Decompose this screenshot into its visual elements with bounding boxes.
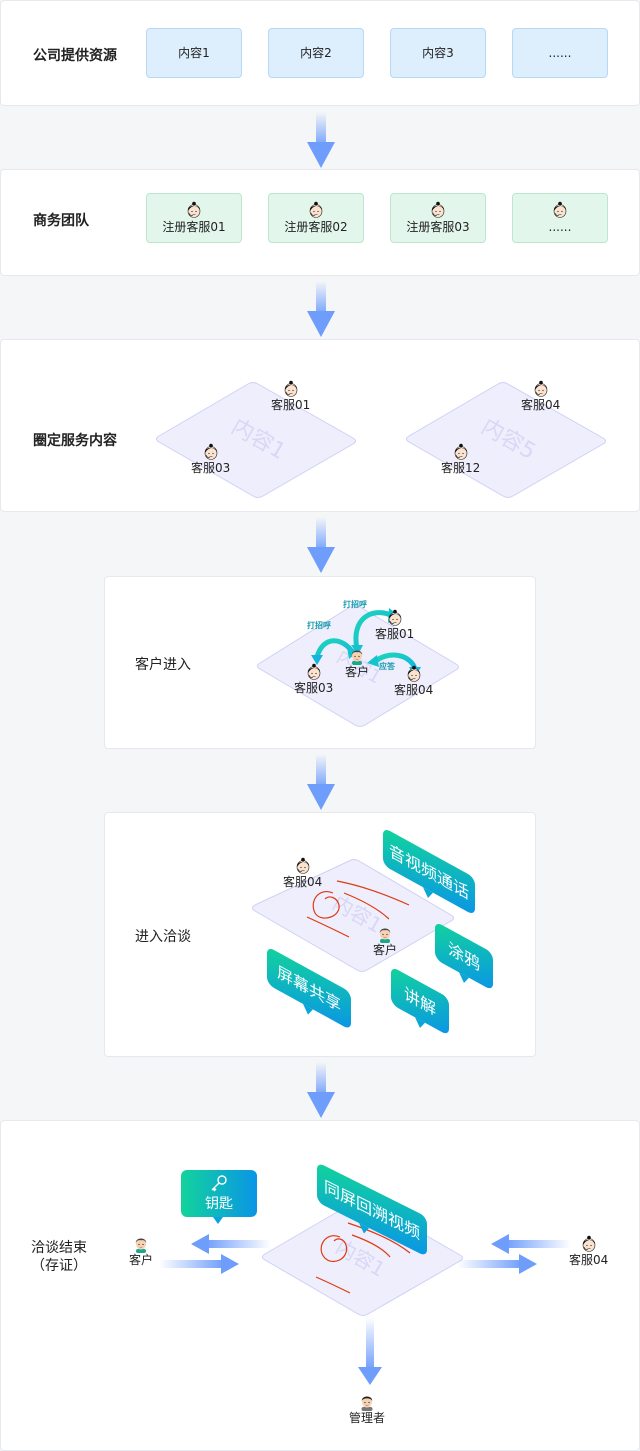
agent-headset-avatar-icon	[551, 201, 569, 219]
replay-video-bubble[interactable]: 同屏回溯视频	[315, 1159, 431, 1279]
agent-box[interactable]: 注册客服02	[268, 193, 364, 243]
arrow-right-icon	[159, 1254, 239, 1274]
agent-headset-avatar-icon	[405, 665, 423, 683]
doodle-marks	[315, 1222, 411, 1294]
resource-box[interactable]: 内容3	[390, 28, 486, 78]
arrow-down-icon	[358, 1317, 382, 1385]
agent-person[interactable]: 客服04	[521, 380, 560, 412]
resource-box[interactable]: 内容2	[268, 28, 364, 78]
action-label: 打招呼	[343, 599, 367, 609]
resource-box-label: 内容2	[300, 46, 332, 60]
key-icon	[211, 1175, 227, 1192]
agent-box[interactable]: ......	[512, 193, 608, 243]
manager-name: 管理者	[349, 1411, 386, 1425]
manager-avatar-icon	[358, 1393, 376, 1411]
agent-name: 客服03	[294, 681, 334, 695]
feature-bubble-screen-share[interactable]: 屏幕共享	[265, 943, 355, 1043]
agent-headset-avatar-icon	[429, 201, 447, 219]
agent-headset-avatar-icon	[202, 443, 220, 461]
agent-box-label: 注册客服02	[284, 220, 348, 234]
content-platform[interactable]: 内容1	[153, 380, 363, 500]
customer-name: 客户	[373, 943, 398, 957]
content-platform[interactable]: 内容5	[403, 380, 613, 500]
arrow-down-icon	[307, 1062, 335, 1118]
agent-name: 客服03	[191, 461, 231, 475]
feature-bubble-explain[interactable]: 讲解	[389, 963, 453, 1043]
step-negotiation-label: 进入洽谈	[135, 929, 191, 945]
agent-name: 客服04	[394, 683, 434, 697]
agent-name: 客服04	[283, 875, 323, 889]
agent-person[interactable]: 客服04	[569, 1235, 608, 1267]
step-end-label: 洽谈结束 （存证）	[31, 1239, 87, 1275]
step-scope-panel: 圈定服务内容 内容1 客服01 客服03 内容5 客服04 客服12	[0, 339, 640, 512]
agent-headset-avatar-icon	[282, 380, 300, 398]
resource-box[interactable]: ......	[512, 28, 608, 78]
agent-box-label: ......	[548, 220, 572, 234]
agent-name: 客服01	[375, 627, 415, 641]
step-scope-label: 圈定服务内容	[33, 433, 117, 449]
step-team-panel: 商务团队 注册客服01 注册客服02 注册客服03 ......	[0, 169, 640, 276]
step-customer-enter-panel: 客户进入 内容1 打招呼 打招呼 应答 客户 客服01 客服03 客服04	[104, 576, 536, 749]
agent-headset-avatar-icon	[452, 443, 470, 461]
arrow-left-icon	[191, 1234, 271, 1254]
agent-name: 客服01	[271, 398, 311, 412]
feature-bubble-doodle[interactable]: 涂鸦	[433, 918, 497, 998]
agent-person[interactable]: 客服03	[191, 443, 230, 475]
arrow-down-icon	[307, 281, 335, 337]
agent-name: 客服12	[441, 461, 481, 475]
step-team-label: 商务团队	[33, 213, 89, 229]
action-label: 打招呼	[307, 620, 331, 630]
customer-person[interactable]: 客户	[129, 1235, 153, 1267]
arrow-left-icon	[491, 1234, 571, 1254]
step-end-label-line2: （存证）	[31, 1258, 87, 1274]
agent-name: 客服04	[569, 1253, 609, 1267]
agent-box[interactable]: 注册客服03	[390, 193, 486, 243]
agent-person[interactable]: 客服04	[283, 857, 322, 889]
doodle-marks	[306, 880, 410, 938]
agent-headset-avatar-icon	[386, 609, 404, 627]
resource-box-label: 内容1	[178, 46, 210, 60]
key-label: 钥匙	[205, 1196, 233, 1212]
resource-box[interactable]: 内容1	[146, 28, 242, 78]
step-resources-panel: 公司提供资源 内容1 内容2 内容3 ......	[0, 0, 640, 106]
feature-bubble-av-call[interactable]: 音视频通话	[379, 821, 479, 931]
manager-person[interactable]: 管理者	[349, 1393, 385, 1425]
arrow-down-icon	[307, 754, 335, 810]
customer-person[interactable]: 客户	[373, 925, 397, 957]
agent-person[interactable]: 客服03	[294, 663, 333, 695]
content-platform[interactable]: 内容1	[255, 601, 465, 733]
arrow-down-icon	[307, 517, 335, 573]
customer-avatar-icon	[132, 1235, 150, 1253]
agent-box-label: 注册客服03	[406, 220, 470, 234]
agent-headset-avatar-icon	[305, 663, 323, 681]
step-customer-enter-label: 客户进入	[135, 657, 191, 673]
agent-person[interactable]: 客服01	[271, 380, 310, 412]
action-label: 应答	[379, 661, 396, 671]
agent-box-label: 注册客服01	[162, 220, 226, 234]
agent-headset-avatar-icon	[185, 201, 203, 219]
agent-headset-avatar-icon	[532, 380, 550, 398]
step-end-panel: 洽谈结束 （存证） 客户 钥匙 内容1	[0, 1120, 640, 1451]
customer-name: 客户	[345, 665, 370, 679]
customer-person[interactable]: 客户	[345, 647, 369, 679]
customer-avatar-icon	[348, 647, 366, 665]
step-end-label-line1: 洽谈结束	[31, 1240, 87, 1256]
agent-person[interactable]: 客服12	[441, 443, 480, 475]
agent-headset-avatar-icon	[580, 1235, 598, 1253]
resource-box-label: 内容3	[422, 46, 454, 60]
agent-person[interactable]: 客服04	[394, 665, 433, 697]
arrow-down-icon	[307, 112, 335, 168]
arrow-right-icon	[457, 1254, 537, 1274]
key-bubble[interactable]: 钥匙	[180, 1169, 258, 1225]
agent-box[interactable]: 注册客服01	[146, 193, 242, 243]
step-resources-label: 公司提供资源	[33, 48, 117, 64]
agent-headset-avatar-icon	[307, 201, 325, 219]
agent-headset-avatar-icon	[294, 857, 312, 875]
agent-name: 客服04	[521, 398, 561, 412]
agent-person[interactable]: 客服01	[375, 609, 414, 641]
content-platform[interactable]: 内容1	[249, 857, 459, 979]
step-negotiation-panel: 进入洽谈 内容1 客服04 客户 音视频通话 涂鸦	[104, 812, 536, 1057]
resource-box-label: ......	[548, 46, 572, 60]
customer-name: 客户	[129, 1253, 154, 1267]
